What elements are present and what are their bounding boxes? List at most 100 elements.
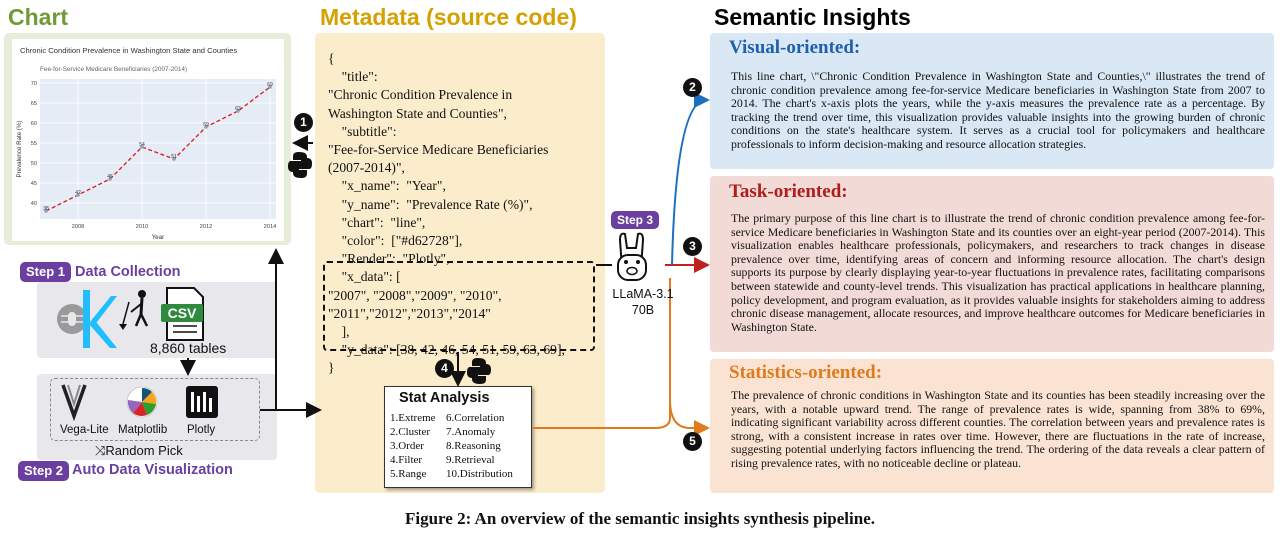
data-point bbox=[140, 145, 144, 149]
task-oriented-title: Task-oriented: bbox=[729, 181, 848, 202]
kaggle-icon bbox=[83, 290, 117, 348]
data-label: 38 bbox=[43, 206, 49, 212]
stat-item: 6.Correlation bbox=[446, 412, 505, 424]
data-point bbox=[172, 157, 176, 161]
vega-lite-label: Vega-Lite bbox=[60, 424, 109, 436]
statistics-oriented-text: The prevalence of chronic conditions in … bbox=[731, 388, 1265, 470]
stat-item: 10.Distribution bbox=[446, 468, 513, 480]
arrow-stat-to-llama bbox=[533, 278, 671, 429]
x-axis-label: Year bbox=[152, 234, 165, 241]
matplotlib-icon bbox=[126, 386, 158, 418]
chart-section-header: Chart bbox=[8, 4, 69, 30]
vega-lite-icon bbox=[61, 384, 87, 422]
data-point bbox=[268, 85, 272, 89]
data-label: 63 bbox=[235, 106, 241, 112]
step2-title: Auto Data Visualization bbox=[72, 462, 233, 478]
y-tick-label: 45 bbox=[31, 181, 37, 187]
chart-title: Chronic Condition Prevalence in Washingt… bbox=[20, 46, 237, 55]
python-icon bbox=[467, 358, 491, 384]
code-line: "x_name": "Year", bbox=[328, 178, 446, 194]
step-number-1: 1 bbox=[294, 113, 313, 132]
data-point bbox=[76, 193, 80, 197]
data-point bbox=[44, 209, 48, 213]
x-tick-label: 2014 bbox=[264, 224, 276, 230]
data-label: 59 bbox=[203, 122, 209, 128]
stat-item: 5.Range bbox=[390, 468, 427, 480]
step1-title: Data Collection bbox=[75, 264, 181, 280]
step-number-2: 2 bbox=[683, 78, 702, 97]
code-line: "2011","2012","2013","2014" bbox=[328, 305, 491, 321]
y-tick-label: 65 bbox=[31, 101, 37, 107]
step-number-3: 3 bbox=[683, 237, 702, 256]
data-label: 51 bbox=[171, 154, 177, 160]
data-point bbox=[204, 125, 208, 129]
grid-lines bbox=[40, 79, 276, 219]
statistics-oriented-title: Statistics-oriented: bbox=[729, 362, 883, 383]
stat-item: 2.Cluster bbox=[390, 426, 431, 438]
data-label: 54 bbox=[139, 142, 145, 148]
y-axis-label: Prevalence Rate (%) bbox=[16, 120, 23, 177]
code-line: "x_data": [ bbox=[328, 269, 401, 285]
code-line: "2007", "2008","2009", "2010", bbox=[328, 287, 502, 303]
stat-item: 7.Anomaly bbox=[446, 426, 496, 438]
csv-label: CSV bbox=[168, 305, 197, 321]
arrow-to-statistics bbox=[669, 399, 710, 436]
shuffle-icon: ⤨ bbox=[95, 443, 106, 458]
code-line: } bbox=[328, 360, 335, 376]
data-point bbox=[236, 109, 240, 113]
semantic-section-header: Semantic Insights bbox=[714, 4, 911, 30]
random-pick-label: ⤨Random Pick bbox=[95, 443, 183, 458]
data-point bbox=[108, 177, 112, 181]
code-line: ], bbox=[328, 324, 350, 340]
step-number-4: 4 bbox=[435, 359, 454, 378]
tables-count: 8,860 tables bbox=[150, 340, 227, 356]
data-label: 42 bbox=[75, 190, 81, 196]
step1-badge: Step 1 bbox=[20, 262, 72, 282]
y-tick-label: 70 bbox=[31, 81, 37, 87]
matplotlib-label: Matplotlib bbox=[118, 424, 168, 436]
visual-oriented-text: This line chart, \"Chronic Condition Pre… bbox=[731, 69, 1265, 151]
y-tick-label: 40 bbox=[31, 201, 37, 207]
stat-column-2: 6.Correlation 7.Anomaly 8.Reasoning 9.Re… bbox=[446, 411, 513, 481]
stat-item: 4.Filter bbox=[390, 454, 423, 466]
code-line: "color": ["#d62728"], bbox=[328, 233, 463, 249]
task-oriented-panel: Task-oriented: The primary purpose of th… bbox=[710, 176, 1274, 352]
y-tick-label: 50 bbox=[31, 161, 37, 167]
stat-item: 8.Reasoning bbox=[446, 440, 501, 452]
arrow-to-visual bbox=[671, 92, 710, 266]
x-tick-label: 2008 bbox=[72, 224, 84, 230]
code-line: Washington State and Counties", bbox=[328, 105, 507, 121]
stat-item: 1.Extreme bbox=[390, 412, 436, 424]
task-oriented-text: The primary purpose of this line chart i… bbox=[731, 211, 1265, 334]
stat-item: 3.Order bbox=[390, 440, 424, 452]
step2-badge: Step 2 bbox=[18, 461, 70, 481]
line-chart: Chronic Condition Prevalence in Washingt… bbox=[12, 39, 284, 241]
auto-viz-panel bbox=[37, 374, 277, 460]
plotly-icon bbox=[186, 386, 218, 418]
visual-oriented-panel: Visual-oriented: This line chart, \"Chro… bbox=[710, 33, 1274, 169]
step3-badge: Step 3 bbox=[611, 211, 660, 230]
llama-icon bbox=[617, 232, 647, 281]
x-tick-label: 2012 bbox=[200, 224, 212, 230]
python-icon bbox=[288, 152, 312, 178]
csv-file-icon: CSV bbox=[161, 287, 204, 341]
data-points bbox=[44, 85, 272, 213]
stat-item: 9.Retrieval bbox=[446, 454, 495, 466]
person-digging-icon bbox=[119, 290, 149, 330]
library-group bbox=[50, 378, 260, 441]
stat-analysis-title: Stat Analysis bbox=[399, 390, 490, 406]
code-line: "Fee-for-Service Medicare Beneficiaries bbox=[328, 142, 549, 158]
llama-model-label: LLaMA-3.1 70B bbox=[612, 287, 674, 317]
stat-column-1: 1.Extreme 2.Cluster 3.Order 4.Filter 5.R… bbox=[390, 411, 436, 481]
code-line: "y_name": "Prevalence Rate (%)", bbox=[328, 196, 533, 212]
code-line: "subtitle": bbox=[328, 123, 397, 139]
data-collection-panel: CSV bbox=[37, 282, 277, 358]
code-line: (2007-2014)", bbox=[328, 160, 405, 176]
y-tick-label: 60 bbox=[31, 121, 37, 127]
metadata-section-header: Metadata (source code) bbox=[320, 4, 577, 30]
data-selection-box bbox=[323, 261, 595, 351]
code-line: "title": bbox=[328, 69, 378, 85]
